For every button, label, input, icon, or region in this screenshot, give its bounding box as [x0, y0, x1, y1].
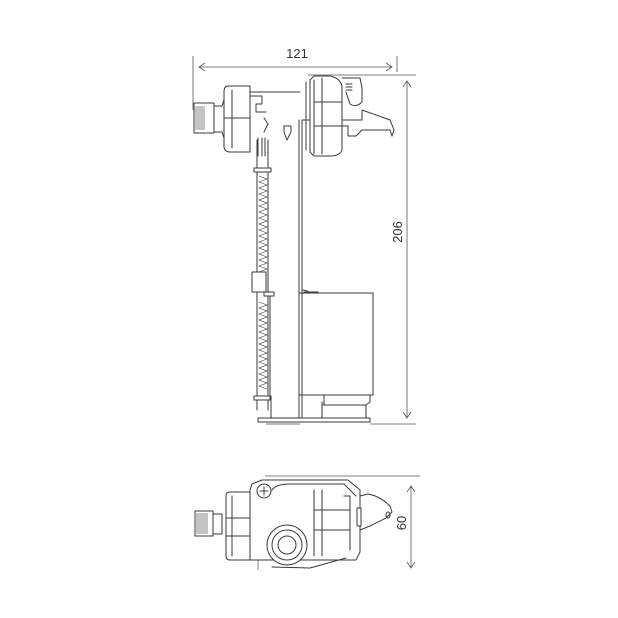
valve-housing-right [305, 75, 395, 157]
top-inlet-thread [194, 510, 223, 537]
depth-dimension-label: 60 [394, 516, 409, 530]
depth-dimension: 60 [265, 475, 420, 569]
top-float-arm [356, 493, 393, 531]
valve-housing-left [223, 85, 301, 153]
top-view: 60 [194, 475, 420, 570]
inlet-thread [193, 99, 225, 139]
height-dimension-label: 206 [390, 221, 405, 243]
width-dimension: 121 [192, 46, 398, 110]
height-adjust-spring [251, 139, 275, 419]
top-main-body [249, 479, 361, 570]
top-housing-left [225, 491, 251, 561]
float-cup [298, 289, 374, 419]
width-dimension-label: 121 [286, 46, 308, 61]
side-view: 121 206 [192, 46, 416, 425]
base-plate [257, 417, 371, 425]
valve-neck [257, 117, 292, 157]
height-dimension: 206 [308, 74, 416, 425]
